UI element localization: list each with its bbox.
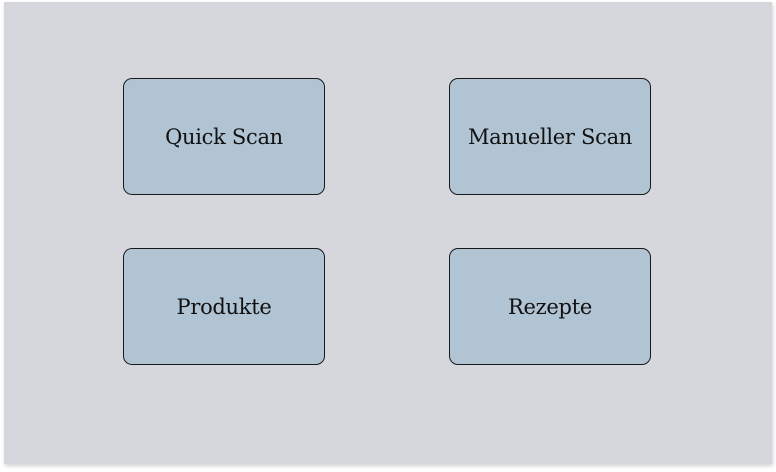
- manual-scan-label: Manueller Scan: [467, 124, 633, 149]
- recipes-label: Rezepte: [508, 294, 592, 319]
- manual-scan-button[interactable]: Manueller Scan: [449, 78, 651, 195]
- quick-scan-button[interactable]: Quick Scan: [123, 78, 325, 195]
- main-menu-panel: Quick Scan Manueller Scan Produkte Rezep…: [4, 2, 772, 464]
- recipes-button[interactable]: Rezepte: [449, 248, 651, 365]
- products-button[interactable]: Produkte: [123, 248, 325, 365]
- quick-scan-label: Quick Scan: [165, 124, 283, 149]
- products-label: Produkte: [176, 294, 272, 319]
